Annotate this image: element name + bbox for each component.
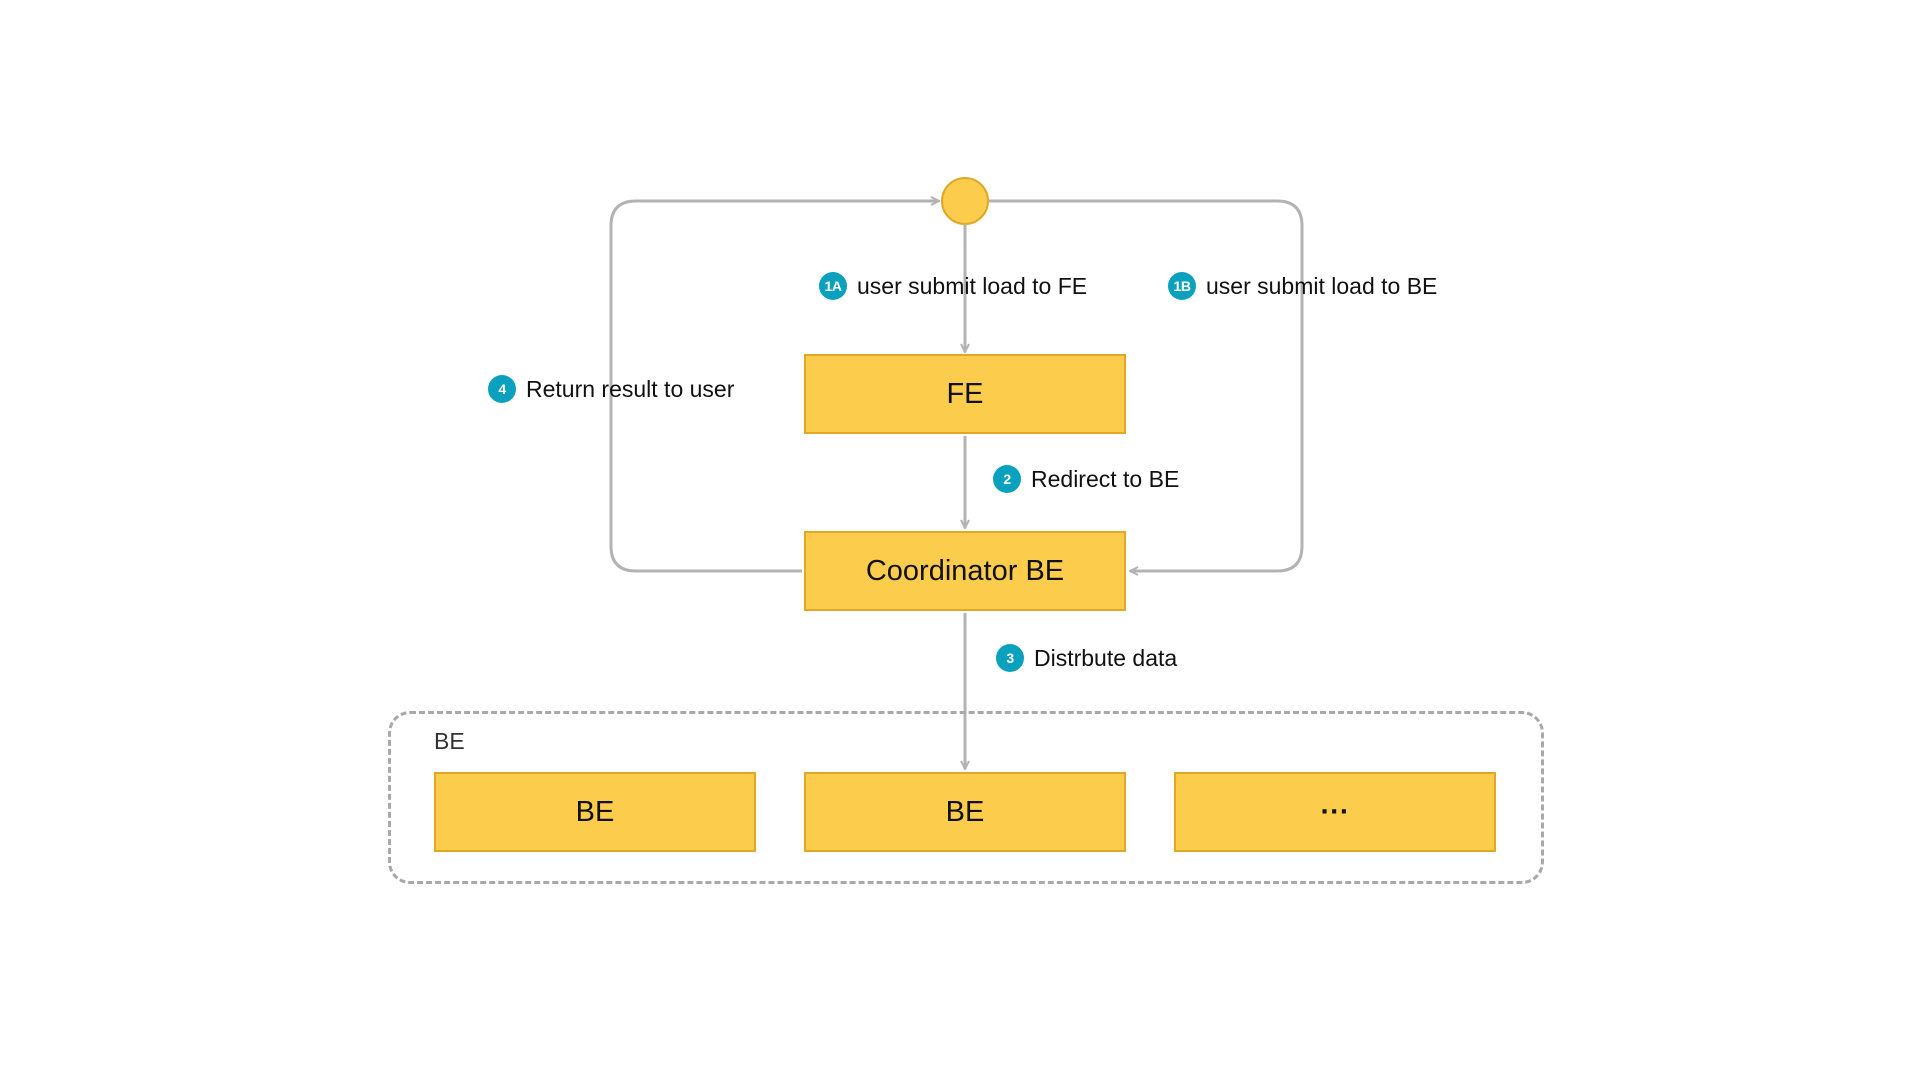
- step-1b-text: user submit load to BE: [1206, 272, 1438, 299]
- be-group-title: BE: [434, 728, 465, 754]
- be-node-1-label: BE: [575, 795, 615, 828]
- connector-user-to-coordinator: [989, 199, 1304, 571]
- fe-node-label: FE: [946, 377, 984, 410]
- step-3-label: 3 Distrbute data: [996, 644, 1177, 672]
- step-1b-badge: 1B: [1168, 272, 1196, 300]
- be-group: [388, 711, 1544, 884]
- be-node-more-label: ···: [1320, 795, 1350, 828]
- coordinator-be-node: Coordinator BE: [804, 531, 1126, 611]
- step-2-label: 2 Redirect to BE: [993, 465, 1179, 493]
- step-1b-label: 1B user submit load to BE: [1168, 272, 1437, 300]
- be-node-1: BE: [434, 772, 756, 852]
- coordinator-be-label: Coordinator BE: [865, 554, 1065, 587]
- step-1a-text: user submit load to FE: [857, 272, 1088, 299]
- step-3-text: Distrbute data: [1034, 644, 1178, 671]
- step-4-badge: 4: [488, 375, 516, 403]
- user-start-node: [941, 177, 989, 225]
- step-3-badge: 3: [996, 644, 1024, 672]
- step-1a-badge: 1A: [819, 272, 847, 300]
- be-node-2-label: BE: [945, 795, 985, 828]
- step-4-label: 4 Return result to user: [488, 375, 734, 403]
- step-4-text: Return result to user: [526, 375, 735, 402]
- fe-node: FE: [804, 354, 1126, 434]
- step-2-text: Redirect to BE: [1031, 465, 1180, 492]
- step-2-badge: 2: [993, 465, 1021, 493]
- be-node-more: ···: [1174, 772, 1496, 852]
- connector-coordinator-to-user: [609, 201, 939, 573]
- be-node-2: BE: [804, 772, 1126, 852]
- step-1a-label: 1A user submit load to FE: [819, 272, 1087, 300]
